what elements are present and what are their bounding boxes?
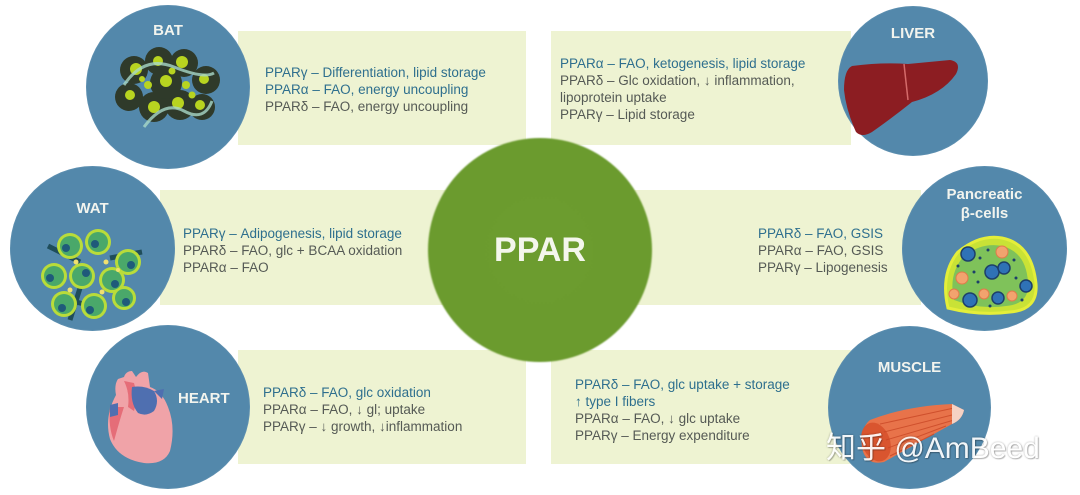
muscle-info-band: PPARδ – FAO, glc uptake + storage ↑ type…: [551, 350, 851, 464]
heart-role-line: PPARα – FAO, ↓ gl; uptake: [263, 402, 426, 417]
wat-circle: WAT: [10, 166, 175, 331]
liver-info-band: PPARα – FAO, ketogenesis, lipid storage …: [551, 31, 851, 145]
wat-role-line: PPARα – FAO: [183, 260, 269, 275]
pancreas-circle: Pancreatic β-cells: [902, 166, 1067, 331]
bat-circle: BAT: [86, 5, 250, 169]
pancreas-role-line: PPARα – FAO, GSIS: [758, 243, 884, 258]
heart-info-band: PPARδ – FAO, glc oxidation PPARα – FAO, …: [238, 350, 526, 464]
ppar-center-label: PPAR: [494, 231, 586, 269]
white-adipocyte-icon: [41, 229, 143, 321]
heart-role-line: PPARγ – ↓ growth, ↓inflammation: [263, 419, 463, 434]
muscle-role-line: PPARδ – FAO, glc uptake + storage: [575, 377, 790, 392]
bat-roles: PPARγ – Differentiation, lipid storage P…: [265, 64, 486, 115]
muscle-role-line: ↑ type I fibers: [575, 394, 656, 409]
pancreas-title-line1: Pancreatic: [946, 186, 1023, 203]
watermark: 知乎 @AmBeed: [826, 432, 1040, 465]
liver-title: LIVER: [890, 25, 936, 42]
ppar-center-circle: [428, 138, 652, 362]
muscle-role-line: PPARα – FAO, ↓ glc uptake: [575, 411, 741, 426]
muscle-role-line: PPARγ – Energy expenditure: [575, 428, 750, 443]
pancreas-title-line2: β-cells: [960, 205, 1009, 222]
heart-role-line: PPARδ – FAO, glc oxidation: [263, 385, 431, 400]
liver-role-line: lipoprotein uptake: [560, 90, 667, 105]
wat-roles: PPARγ – Adipogenesis, lipid storage PPAR…: [183, 225, 402, 276]
bat-role-line: PPARα – FAO, energy uncoupling: [265, 82, 469, 97]
beta-cell-islet-icon: [944, 235, 1038, 315]
heart-roles: PPARδ – FAO, glc oxidation PPARα – FAO, …: [263, 384, 462, 435]
heart-icon: [108, 371, 173, 464]
heart-circle: HEART: [86, 325, 250, 489]
wat-role-line: PPARδ – FAO, glc + BCAA oxidation: [183, 243, 403, 258]
muscle-fiber-icon: [861, 404, 964, 463]
muscle-roles: PPARδ – FAO, glc uptake + storage ↑ type…: [575, 376, 790, 444]
pancreas-role-line: PPARγ – Lipogenesis: [758, 260, 888, 275]
muscle-title: MUSCLE: [877, 359, 942, 376]
liver-roles: PPARα – FAO, ketogenesis, lipid storage …: [560, 55, 805, 123]
bat-title: BAT: [153, 22, 183, 39]
bat-role-line: PPARγ – Differentiation, lipid storage: [265, 65, 486, 80]
bat-info-band: PPARγ – Differentiation, lipid storage P…: [238, 31, 526, 145]
liver-role-line: PPARα – FAO, ketogenesis, lipid storage: [560, 56, 806, 71]
liver-role-line: PPARδ – Glc oxidation, ↓ inflammation,: [560, 73, 795, 88]
liver-circle: LIVER: [838, 6, 988, 156]
bat-role-line: PPARδ – FAO, energy uncoupling: [265, 99, 469, 114]
wat-title: WAT: [76, 200, 109, 217]
pancreas-roles: PPARδ – FAO, GSIS PPARα – FAO, GSIS PPAR…: [758, 225, 888, 276]
brown-adipocyte-icon: [115, 47, 220, 128]
heart-title: HEART: [178, 390, 230, 407]
liver-role-line: PPARγ – Lipid storage: [560, 107, 695, 122]
muscle-circle: MUSCLE: [828, 326, 991, 489]
liver-icon: [844, 60, 958, 135]
wat-role-line: PPARγ – Adipogenesis, lipid storage: [183, 226, 402, 241]
pancreas-role-line: PPARδ – FAO, GSIS: [758, 226, 884, 241]
